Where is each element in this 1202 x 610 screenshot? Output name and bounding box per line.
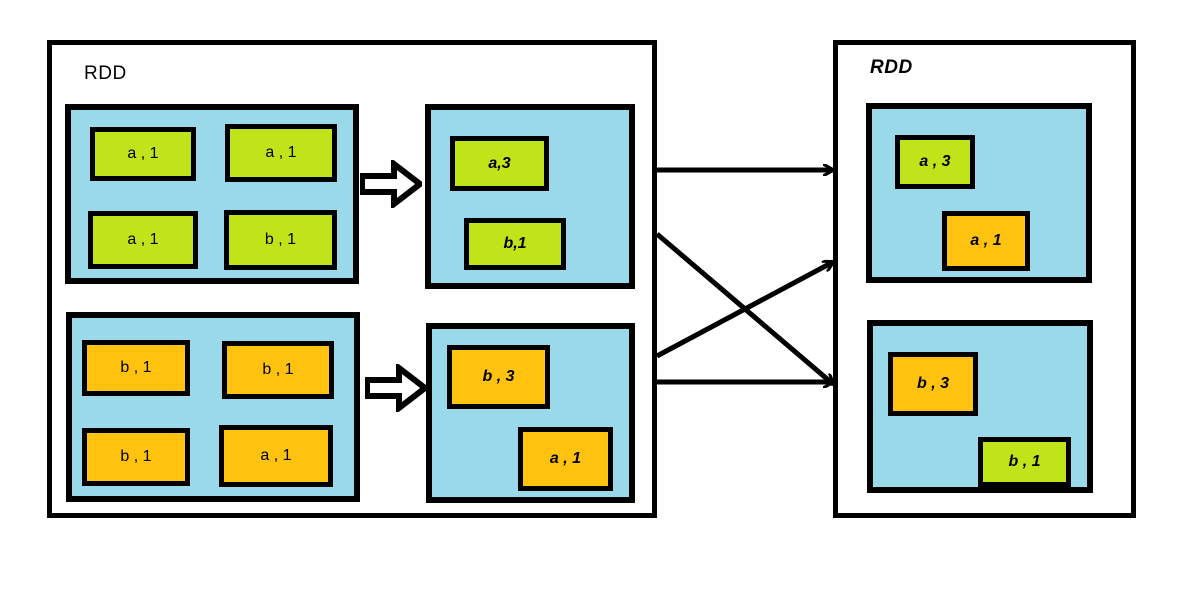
- source-p2-cell-4: a , 1: [219, 425, 333, 487]
- target-p2-cell-1: b , 3: [888, 352, 978, 416]
- combined-p1-cell-2: b,1: [464, 218, 566, 270]
- source-p1-cell-2: a , 1: [225, 124, 337, 182]
- target-partition-1: [866, 103, 1092, 283]
- combined-p1-cell-1: a,3: [450, 136, 549, 191]
- combined-p2-cell-2: a , 1: [518, 427, 613, 491]
- source-p1-cell-4: b , 1: [224, 210, 337, 270]
- target-rdd-label: RDD: [870, 57, 913, 78]
- target-p1-cell-1: a , 3: [895, 135, 975, 189]
- shuffle-arrow-a-bottom-up: [655, 259, 833, 359]
- source-p2-cell-2: b , 1: [222, 341, 334, 399]
- source-p1-cell-3: a , 1: [88, 211, 198, 269]
- combine-arrow-top: [360, 160, 422, 208]
- target-p2-cell-2: b , 1: [978, 437, 1071, 487]
- shuffle-arrow-b-top-down: [655, 232, 833, 384]
- source-p2-cell-3: b , 1: [82, 428, 190, 486]
- source-rdd-label: RDD: [84, 63, 127, 84]
- source-p2-cell-1: b , 1: [82, 340, 190, 396]
- combine-arrow-bottom: [365, 364, 427, 412]
- combined-p2-cell-1: b , 3: [447, 345, 550, 409]
- source-p1-cell-1: a , 1: [90, 127, 196, 181]
- target-p1-cell-2: a , 1: [942, 211, 1030, 271]
